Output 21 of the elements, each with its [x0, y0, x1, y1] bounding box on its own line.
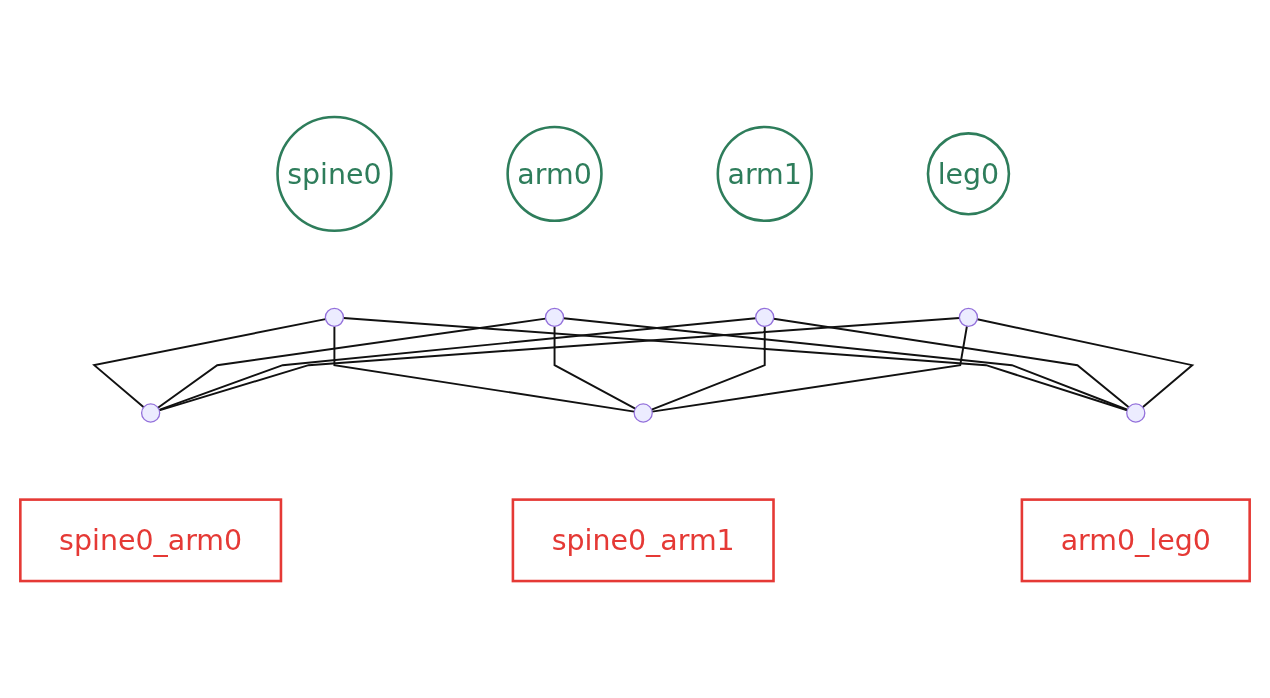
node-circle: arm0 — [506, 125, 603, 223]
node-circle — [140, 403, 161, 423]
node-circle — [633, 403, 653, 423]
node-box: spine0_arm0 — [19, 498, 283, 583]
connector — [650, 325, 766, 411]
connector — [976, 318, 1195, 409]
connector — [92, 318, 327, 409]
node-circle: arm1 — [716, 125, 813, 223]
node-circle — [1126, 403, 1146, 423]
node-circle — [324, 307, 345, 328]
node-circle — [755, 307, 775, 328]
connector — [333, 325, 636, 413]
connector — [342, 317, 1129, 412]
node-circle: spine0 — [276, 115, 393, 233]
node-circle — [544, 307, 565, 328]
node-circle: leg0 — [926, 132, 1011, 216]
connector — [651, 325, 968, 413]
connector — [553, 325, 637, 410]
node-circle — [958, 307, 979, 328]
node-box: spine0_arm1 — [511, 498, 775, 583]
node-box: arm0_leg0 — [1020, 498, 1251, 583]
